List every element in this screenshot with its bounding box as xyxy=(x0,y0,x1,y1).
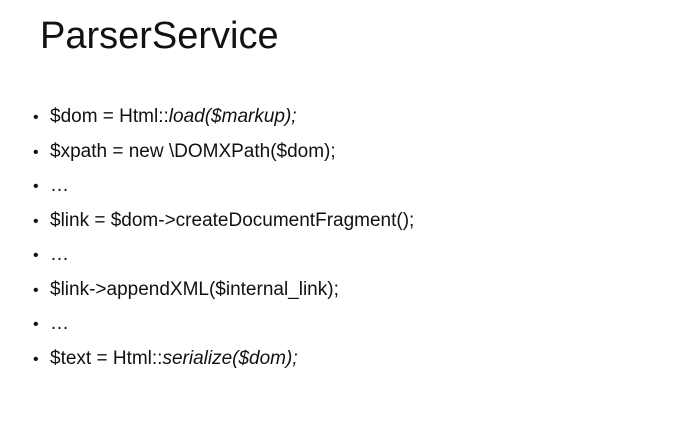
bullet-icon: • xyxy=(33,212,39,230)
list-item: • $xpath = new \DOMXPath($dom); xyxy=(0,135,696,170)
code-text: … xyxy=(50,244,69,265)
list-item: •… xyxy=(0,238,696,273)
bullet-list: •$dom = Html::load($markup); •$xpath = n… xyxy=(0,100,696,376)
slide-title: ParserService xyxy=(40,15,279,57)
code-text: $dom = Html:: xyxy=(50,106,169,127)
bullet-icon: • xyxy=(33,109,39,126)
bullet-icon: • xyxy=(33,281,39,299)
code-text: $text = Html:: xyxy=(50,347,163,369)
code-text: $link = $dom->createDocumentFragment(); xyxy=(50,209,415,231)
code-text: … xyxy=(50,313,69,334)
code-text: $link->appendXML($internal_link); xyxy=(50,278,339,300)
list-item: • $dom = Html::load($markup); xyxy=(0,100,696,135)
code-text-italic: serialize($dom); xyxy=(162,347,298,369)
code-text: $xpath = new \DOMXPath($dom); xyxy=(50,140,336,162)
bullet-icon: • xyxy=(33,316,39,333)
list-item: • $text = Html::serialize($dom); xyxy=(0,342,696,377)
code-text: … xyxy=(50,175,69,196)
code-text-italic: load($markup); xyxy=(168,106,297,127)
bullet-icon: • xyxy=(33,143,39,161)
bullet-icon: • xyxy=(33,350,39,368)
list-item: • $link = $dom->createDocumentFragment(); xyxy=(0,204,696,239)
bullet-icon: • xyxy=(33,247,39,264)
list-item: •… xyxy=(0,169,696,204)
list-item: • $link->appendXML($internal_link); xyxy=(0,273,696,308)
bullet-icon: • xyxy=(33,178,39,195)
list-item: •… xyxy=(0,307,696,342)
